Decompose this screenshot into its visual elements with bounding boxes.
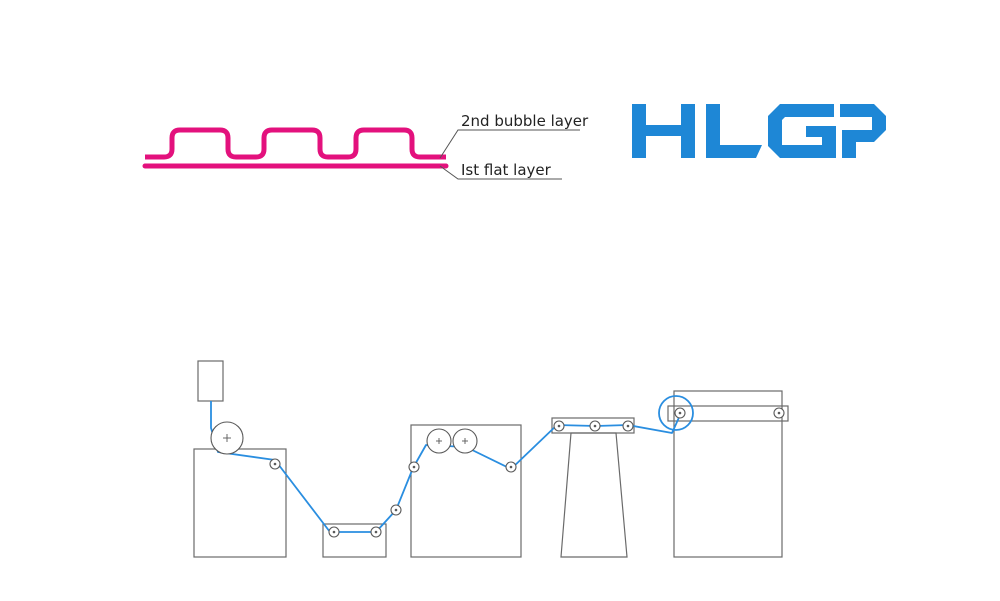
film-web-path: [210, 401, 682, 533]
machine-3-cabinet: [673, 390, 783, 558]
bubble-layer-label: 2nd bubble layer: [461, 112, 589, 130]
bubble-layer-leader: [439, 129, 580, 159]
film-cross-section: 2nd bubble layer Ist flat layer: [142, 112, 589, 180]
guide-roller-6: [505, 461, 517, 473]
production-line: [193, 360, 789, 558]
guide-roller-7: [553, 420, 565, 432]
winder-end-roller: [773, 407, 785, 419]
guide-roller-4: [390, 504, 402, 516]
guide-roller-1: [269, 458, 281, 470]
machine-1-cabinet: [193, 448, 287, 558]
machine-2-cabinet: [410, 424, 522, 558]
double-roller-right: [452, 428, 478, 454]
flat-layer-label: Ist flat layer: [461, 161, 552, 179]
film-supply-box: [197, 360, 224, 402]
winder-highlight-circle: [658, 395, 694, 431]
guide-roller-5: [408, 461, 420, 473]
guide-roller-8: [589, 420, 601, 432]
guide-roller-9: [622, 420, 634, 432]
main-roller: [210, 421, 244, 455]
hlgp-logo: [632, 104, 886, 158]
winder-roller: [674, 407, 686, 419]
guide-roller-3: [370, 526, 382, 538]
guide-roller-2: [328, 526, 340, 538]
stand-body: [560, 432, 628, 558]
flat-layer-leader: [439, 165, 562, 180]
bubble-layer-line: [145, 127, 446, 160]
winder-arm: [667, 405, 789, 422]
double-roller-left: [426, 428, 452, 454]
trough: [322, 523, 387, 558]
